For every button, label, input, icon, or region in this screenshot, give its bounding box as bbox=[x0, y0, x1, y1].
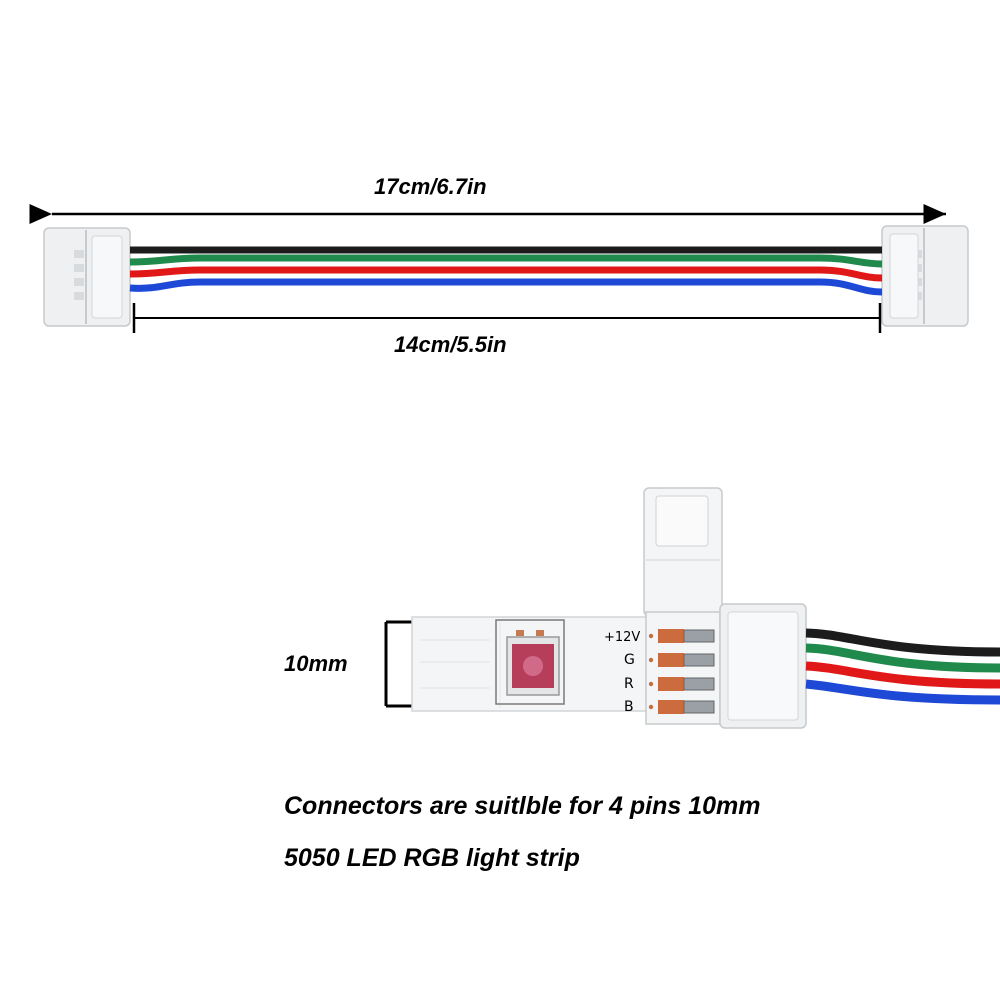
wire-red bbox=[129, 266, 883, 282]
wire-black-bottom bbox=[805, 628, 1000, 657]
wire-blue bbox=[129, 278, 883, 296]
bottom-wires bbox=[805, 628, 1000, 705]
pin-label-g: G bbox=[624, 652, 635, 668]
strip-width-bracket bbox=[384, 620, 414, 708]
left-clip-connector bbox=[43, 227, 131, 327]
wire-red-bottom bbox=[805, 661, 1000, 689]
top-cable bbox=[43, 225, 969, 327]
overall-length-label: 17cm/6.7in bbox=[374, 174, 487, 199]
caption-line-2: 5050 LED RGB light strip bbox=[284, 844, 580, 872]
wire-length-bracket bbox=[132, 303, 882, 333]
strip-width-label: 10mm bbox=[284, 651, 348, 676]
led-strip bbox=[411, 616, 661, 712]
t-connector bbox=[643, 487, 807, 729]
pin-label-r: R bbox=[624, 676, 634, 692]
wire-green bbox=[129, 254, 883, 268]
caption-line-1: Connectors are suitlble for 4 pins 10mm bbox=[284, 792, 761, 820]
wire-length-label: 14cm/5.5in bbox=[394, 332, 507, 357]
pin-label-b: B bbox=[624, 699, 634, 715]
right-clip-connector bbox=[881, 225, 969, 327]
pin-label-12v: +12V bbox=[604, 630, 640, 645]
wire-green-bottom bbox=[805, 643, 1000, 673]
wire-blue-bottom bbox=[805, 679, 1000, 705]
